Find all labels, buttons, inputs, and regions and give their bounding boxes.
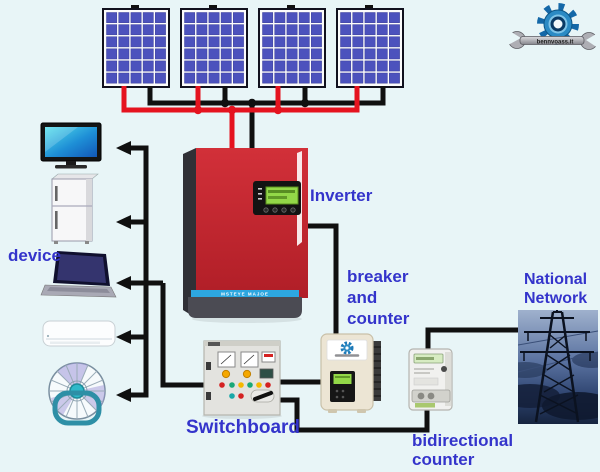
inverter-base (188, 297, 302, 318)
bidirectional-counter-unit (408, 348, 453, 411)
label-bidirectional-line2: counter (412, 450, 475, 469)
switchboard-unit (202, 340, 282, 419)
arrow-to-refrigerator (116, 215, 131, 229)
solar-panel-4 (336, 5, 404, 88)
label-national-network: National Network (524, 270, 587, 308)
inverter-unit: MSTEYE MAJOE (183, 148, 308, 323)
air-conditioner-icon (42, 320, 116, 347)
device-feed-wiring (116, 141, 205, 402)
pv-red-wiring (121, 86, 360, 154)
fan-icon (48, 362, 106, 426)
label-breaker-line3: counter (347, 309, 410, 328)
breaker-counter-unit (320, 333, 381, 413)
solar-panel-2 (180, 5, 248, 88)
label-bidirectional-line1: bidirectional (412, 431, 514, 450)
pv-black-wiring (147, 86, 386, 154)
main-switch-handle (253, 391, 273, 401)
logo-gear-icon (537, 3, 579, 45)
solar-panel-3 (258, 5, 326, 88)
label-bidirectional-counter: bidirectional counter (412, 431, 513, 469)
refrigerator-icon (51, 173, 99, 244)
arrow-to-fan (116, 388, 131, 402)
transmission-tower-photo (518, 310, 598, 424)
inverter-side (183, 148, 196, 318)
arrow-to-laptop (116, 276, 131, 290)
arrow-to-tv (116, 141, 131, 155)
label-national-line2: Network (524, 290, 588, 307)
label-switchboard: Switchboard (186, 417, 301, 438)
logo-wrench-icon (508, 30, 598, 50)
inverter-lcd-screen (265, 186, 299, 205)
label-device: device (8, 246, 61, 265)
inverter-body (196, 148, 308, 298)
label-national-line1: National (524, 271, 588, 288)
arrow-to-air-conditioner (116, 330, 131, 344)
tv-icon (40, 122, 102, 169)
logo-site-text: bennvoass.it (537, 40, 574, 46)
label-inverter: Inverter (310, 186, 373, 205)
label-breaker-counter: breaker and counter (347, 266, 409, 329)
inverter-stripe (191, 290, 299, 297)
solar-panel-1 (102, 5, 170, 88)
label-breaker-line2: and (347, 288, 378, 307)
site-logo: bennvoass.it (508, 3, 598, 50)
ac-interconnect-wiring (280, 223, 518, 433)
inverter-brand-text: MSTEYE MAJOE (221, 292, 269, 297)
laptop-icon (40, 251, 117, 298)
label-breaker-line1: breaker (347, 267, 409, 286)
